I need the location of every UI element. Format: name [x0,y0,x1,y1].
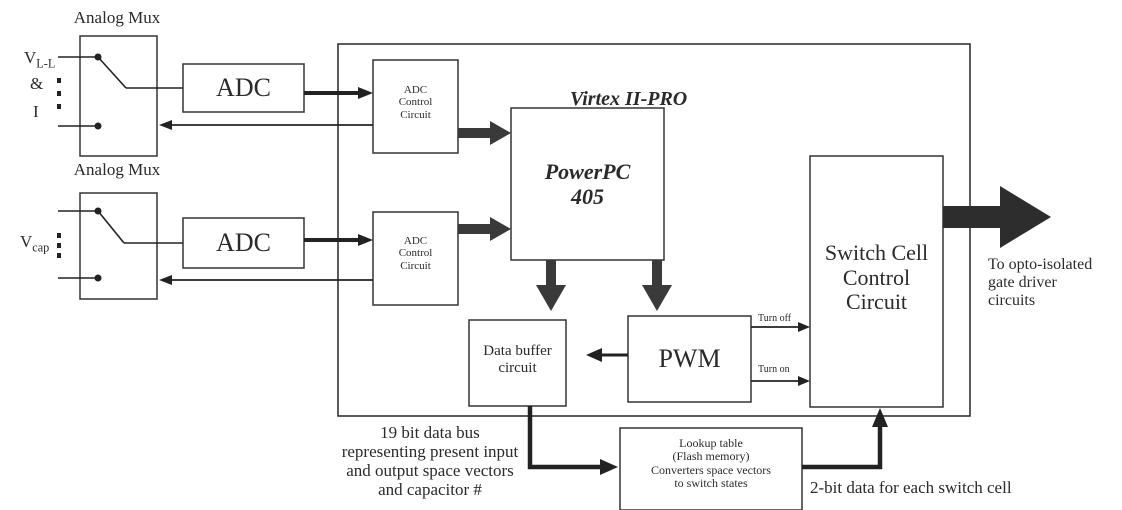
two-bit-note: 2-bit data for each switch cell [810,478,1012,497]
bus-note: 19 bit data bus representing present inp… [341,423,519,500]
lookup-table-label: Lookup table (Flash memory) Converters s… [651,436,771,491]
switch-cell-box [809,155,944,408]
fpga-label: Virtex II-PRO [570,88,688,110]
pwm-label: PWM [658,344,721,373]
lookup-to-switch-arrow [802,408,888,470]
powerpc-label: PowerPC 405 [544,159,631,209]
data-buffer-box [468,319,567,407]
mux-bottom-contact-2 [94,274,102,282]
pwm-box [627,315,752,403]
adc-control-top-box [372,59,459,154]
mux-top-voltage-label: VL-L [24,48,56,71]
adc-bottom-label: ADC [216,228,271,257]
mux-top-and-label: & [30,74,44,93]
mux-top-ellipsis [57,78,61,109]
mux-top-switch [58,56,183,127]
mux-top-contact-1 [94,53,102,61]
mux-bottom-voltage-label: Vcap [20,232,50,255]
pwm-to-buffer-arrow [586,348,628,362]
pwm-to-switch-heads [798,322,810,386]
buffer-to-lookup-arrow [527,406,618,475]
analog-mux-top-box [79,35,158,157]
adc-control-bottom-label: ADC Control Circuit [398,235,433,272]
turn-on-label: Turn on [758,364,790,375]
mux-top-current-label: I [33,102,39,121]
fpga-boundary [337,43,971,417]
output-label: To opto-isolated gate driver circuits [988,256,1093,309]
powerpc-down-arrows [536,260,672,311]
adc-top-box [182,63,305,113]
control-to-powerpc-arrows [458,121,511,241]
mux-top-title: Analog Mux [73,8,161,27]
output-arrow [943,186,1051,248]
turn-off-label: Turn off [758,313,792,324]
adc-control-bottom-box [372,211,459,306]
adc-to-control-arrows [304,87,373,246]
mux-bottom-contact-1 [94,207,102,215]
adc-bottom-box [182,217,305,269]
mux-bottom-ellipsis [57,233,61,258]
data-buffer-label: Data buffer circuit [483,343,552,376]
pwm-to-switch-arrows [751,326,800,382]
powerpc-box [510,107,665,261]
mux-top-contact-2 [94,122,102,130]
mux-bottom-title: Analog Mux [73,160,161,179]
control-to-mux-arrows [159,120,373,285]
analog-mux-bottom-box [79,192,158,300]
adc-control-top-label: ADC Control Circuit [398,84,433,121]
switch-cell-label: Switch Cell Control Circuit [824,240,929,315]
mux-bottom-switch [58,210,183,279]
adc-top-label: ADC [216,73,271,102]
